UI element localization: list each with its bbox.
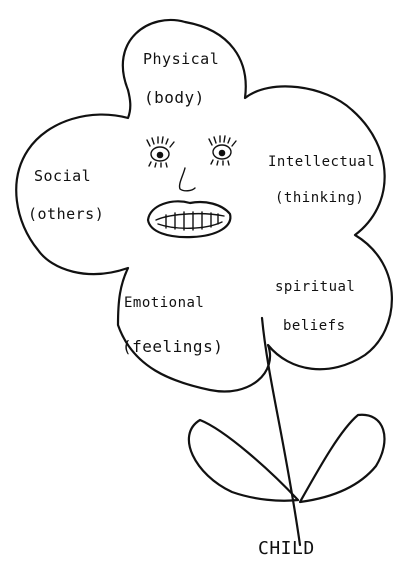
stem	[262, 318, 300, 545]
mouth-icon	[148, 201, 230, 237]
eye-icon	[147, 137, 174, 167]
leaf-right	[300, 415, 384, 502]
intellectual-sub-label: (thinking)	[275, 190, 364, 206]
social-sub-label: (others)	[28, 205, 104, 223]
social-label: Social	[34, 167, 91, 185]
child-label: CHILD	[258, 538, 315, 559]
nose-icon	[180, 168, 195, 191]
physical-sub-label: (body)	[144, 88, 205, 107]
emotional-label: Emotional	[124, 295, 204, 311]
physical-label: Physical	[143, 50, 219, 68]
spiritual-sub-label: beliefs	[283, 318, 346, 334]
spiritual-label: spiritual	[275, 279, 355, 295]
emotional-sub-label: (feelings)	[122, 337, 223, 356]
eye-icon	[209, 136, 236, 165]
intellectual-label: Intellectual	[268, 154, 375, 170]
